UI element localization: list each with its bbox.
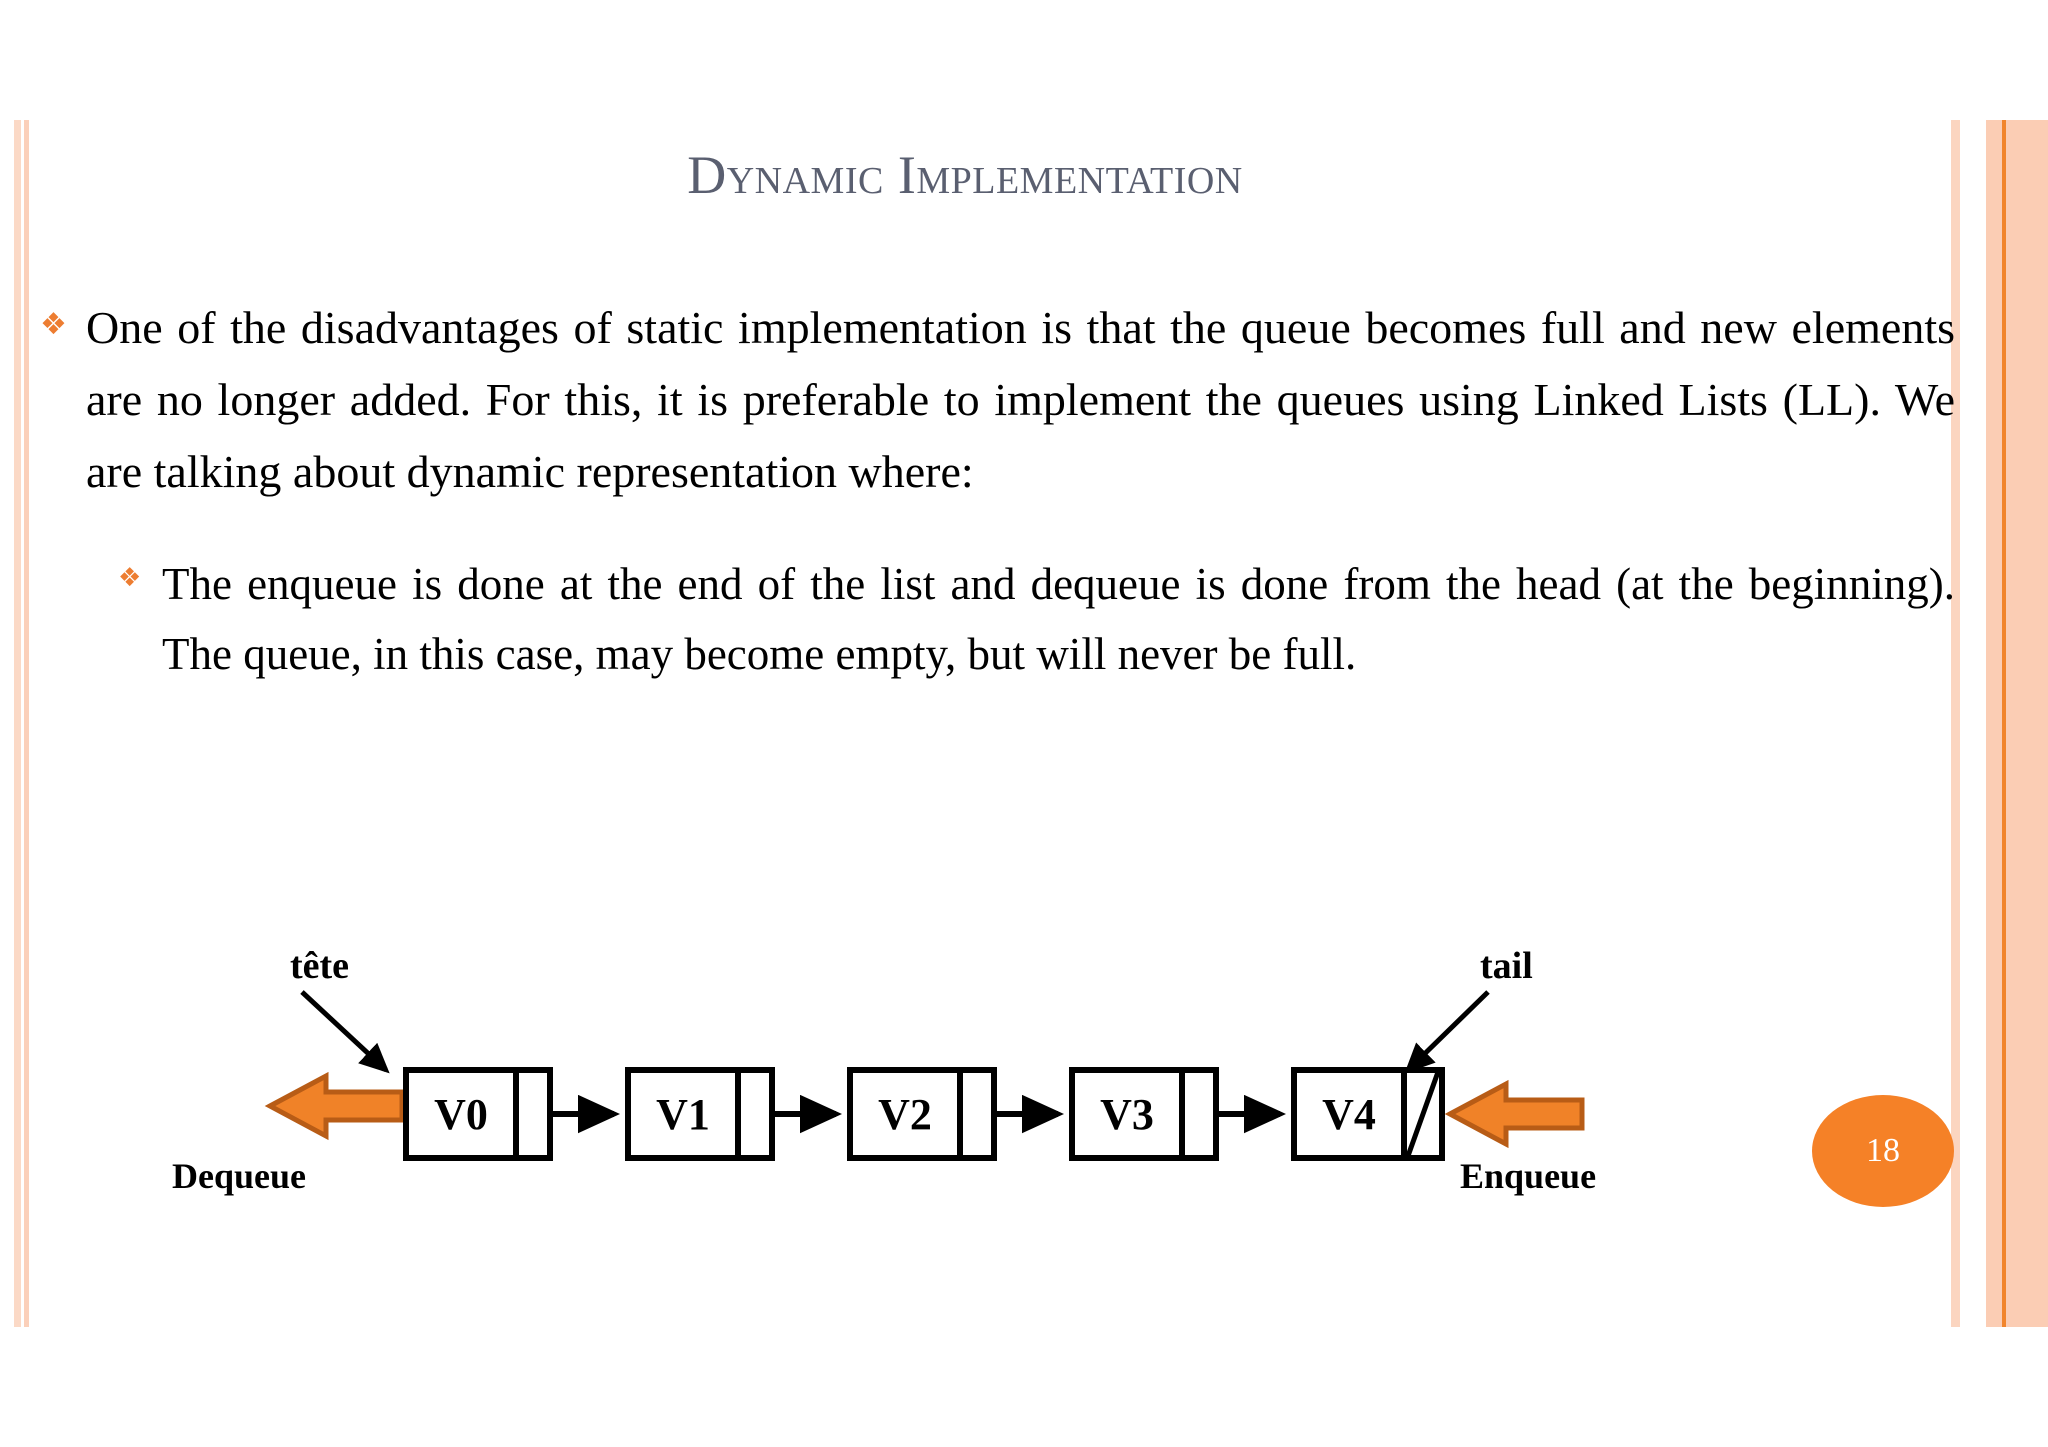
diamond-bullet-icon: ❖ [40,307,67,342]
enqueue-orange-arrow [1444,1079,1585,1149]
node-pointer-cell [513,1067,553,1161]
right-wide-band [1986,120,2048,1327]
diamond-bullet-icon: ❖ [118,563,142,594]
node-data-cell [403,1067,519,1161]
page-title: Dynamic Implementation [687,145,1243,205]
tail-pointer-arrow [1404,990,1490,1074]
node-data-cell [625,1067,741,1161]
node-pointer-cell [735,1067,775,1161]
node-data-cell [847,1067,963,1161]
tail-pointer-label: tail [1480,945,1533,987]
node-value: V4 [1322,1090,1376,1139]
bullet-text-level2: The enqueue is done at the end of the li… [162,559,1955,680]
linked-list-diagram: tête tail Dequeue V0 V1 V2 [150,930,1850,1230]
right-thin-stripe [1951,120,1960,1327]
enqueue-label: Enqueue [1460,1156,1596,1196]
bullet-item-level1: ❖ One of the disadvantages of static imp… [40,292,1955,507]
node-pointer-cell [1179,1067,1219,1161]
head-pointer-label: tête [290,945,349,987]
bullet-item-level2: ❖ The enqueue is done at the end of the … [118,549,1955,689]
dequeue-orange-arrow [264,1071,405,1141]
bullet-text-level1: One of the disadvantages of static imple… [86,302,1955,497]
head-pointer-arrow [300,990,390,1074]
node-value: V0 [434,1090,488,1139]
null-pointer-slash-icon [1405,1071,1441,1157]
page-number-text: 18 [1866,1132,1900,1169]
dequeue-label: Dequeue [172,1156,306,1196]
right-accent-line [2002,120,2006,1327]
left-stripe-outer [14,120,21,1327]
node-value: V3 [1100,1090,1154,1139]
left-stripe-inner [24,120,29,1327]
node-value: V2 [878,1090,932,1139]
slide-body: ❖ One of the disadvantages of static imp… [40,292,1955,690]
node-value: V1 [656,1090,710,1139]
page-number-badge: 18 [1812,1095,1954,1207]
node-data-cell [1069,1067,1185,1161]
node-pointer-cell [957,1067,997,1161]
